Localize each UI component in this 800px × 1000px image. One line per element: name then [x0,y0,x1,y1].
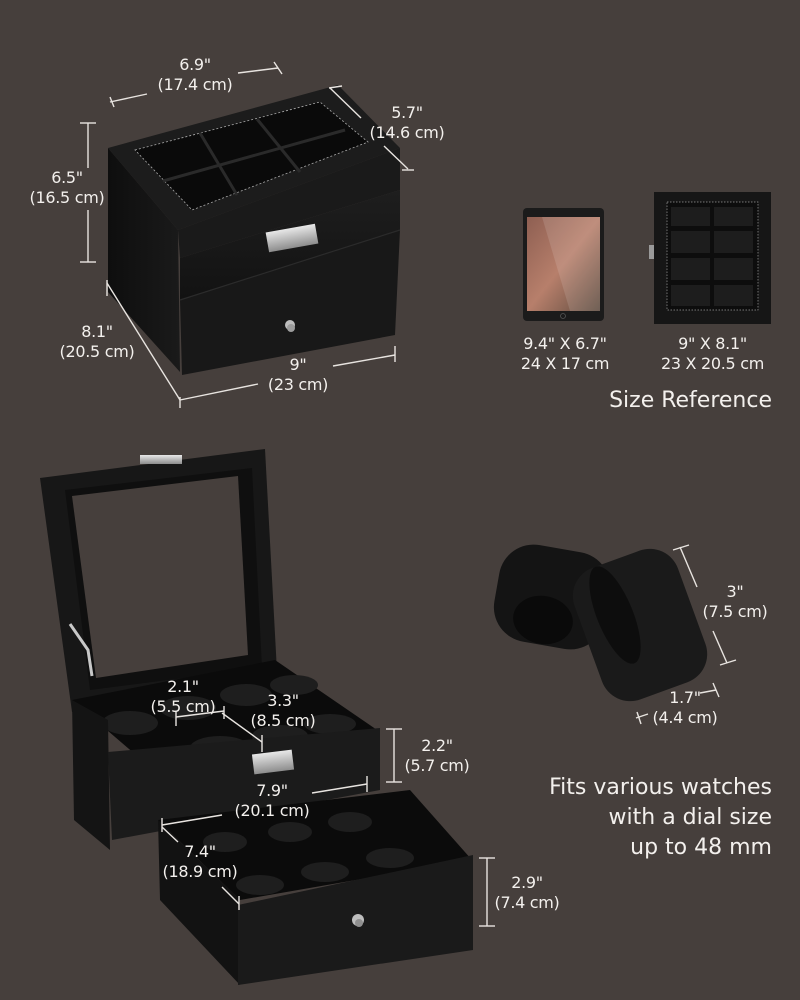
size-cm: 23 X 20.5 cm [661,354,764,373]
size-reference-title: Size Reference [609,388,772,413]
dim-cm: (8.5 cm) [250,711,316,730]
watch-box-top-view [649,192,771,324]
fit-note-line: with a dial size [608,805,772,830]
tablet-size-label: 9.4" X 6.7" 24 X 17 cm [505,334,625,374]
dim-inches: 2.1" [167,677,199,696]
dim-cm: (17.4 cm) [157,75,233,94]
box-size-label: 9" X 8.1" 23 X 20.5 cm [650,334,775,374]
closed-box-dimension-lines [80,61,414,408]
dim-inches: 2.2" [421,736,453,755]
dim-cm: (7.4 cm) [494,893,560,912]
dim-drawer-depth: 7.4" (18.9 cm) [155,842,245,882]
dim-cm: (5.7 cm) [404,756,470,775]
dim-cm: (20.1 cm) [234,801,310,820]
dim-width-top: 6.9" (17.4 cm) [150,55,240,95]
dim-inches: 7.4" [184,842,216,861]
dim-pillow-width: 1.7" (4.4 cm) [640,688,730,728]
watch-pillows [493,544,708,702]
dim-cm: (23 cm) [267,375,329,394]
closed-watch-box [108,85,401,375]
dim-cm: (20.5 cm) [59,342,135,361]
dim-cm: (16.5 cm) [29,188,105,207]
pillow-dimension-lines [635,544,737,725]
dim-inches: 7.9" [256,781,288,800]
dim-slot-width: 2.1" (5.5 cm) [138,677,228,717]
fit-note-line: up to 48 mm [630,835,772,860]
open-box-dimension-lines [161,706,495,927]
dim-cm: (14.6 cm) [369,123,445,142]
dim-inches: 6.9" [179,55,211,74]
dim-inches: 3.3" [267,691,299,710]
tablet-illustration [523,208,604,321]
dim-cm: (18.9 cm) [162,862,238,881]
open-watch-box [40,449,473,985]
dim-inches: 2.9" [511,873,543,892]
fit-note: Fits various watches with a dial size up… [520,773,772,863]
dim-slot-length: 3.3" (8.5 cm) [238,691,328,731]
dim-depth-top: 5.7" (14.6 cm) [362,103,452,143]
dim-inches: 1.7" [669,688,701,707]
dim-inches: 8.1" [81,322,113,341]
dim-cm: (5.5 cm) [150,697,216,716]
dim-upper-height: 2.2" (5.7 cm) [392,736,482,776]
dim-inches: 5.7" [391,103,423,122]
dim-depth-side: 8.1" (20.5 cm) [52,322,142,362]
dim-inches: 6.5" [51,168,83,187]
dim-drawer-height: 2.9" (7.4 cm) [482,873,572,913]
dim-height: 6.5" (16.5 cm) [22,168,112,208]
size-inches: 9.4" X 6.7" [523,334,607,353]
dim-cm: (4.4 cm) [652,708,718,727]
dim-cm: (7.5 cm) [702,602,768,621]
dim-width-bottom: 9" (23 cm) [258,355,338,395]
dim-upper-width: 7.9" (20.1 cm) [222,781,322,821]
size-cm: 24 X 17 cm [520,354,610,373]
dim-inches: 3" [726,582,744,601]
dim-pillow-length: 3" (7.5 cm) [690,582,780,622]
dim-inches: 9" [289,355,307,374]
size-inches: 9" X 8.1" [678,334,747,353]
fit-note-line: Fits various watches [549,775,772,800]
